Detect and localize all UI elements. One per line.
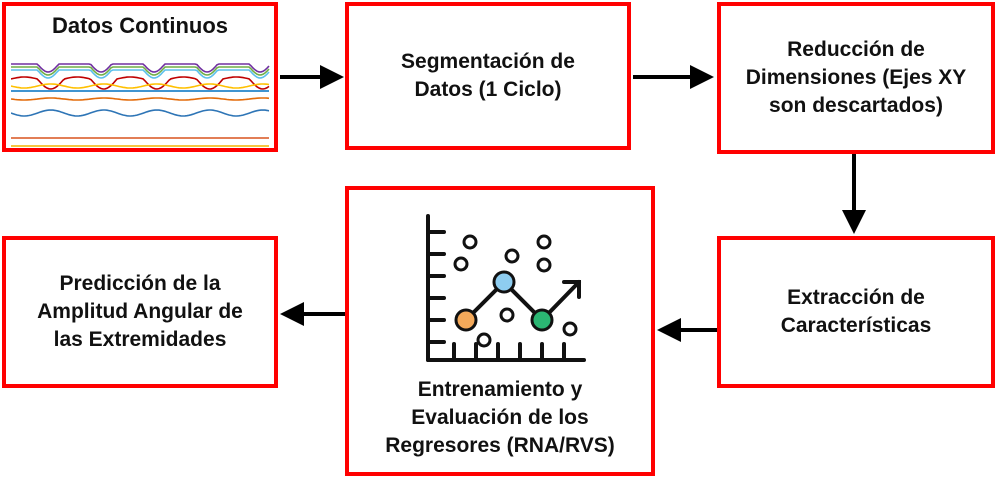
node-label: Extracción de Características (780, 286, 932, 337)
signal-trace (11, 76, 270, 90)
signal-trace (11, 109, 270, 117)
signal-trace (11, 69, 270, 79)
signal-trace (11, 66, 270, 76)
node-label: Reducción de Dimensiones (Ejes XY son de… (745, 38, 967, 117)
signal-trace (11, 83, 270, 89)
node-entrenamiento: Entrenamiento y Evaluación de los Regres… (345, 186, 655, 476)
signal-trace (11, 97, 270, 101)
point-green (530, 308, 554, 332)
node-label: Entrenamiento y Evaluación de los Regres… (385, 378, 615, 457)
node-reduccion: Reducción de Dimensiones (Ejes XY son de… (717, 2, 995, 154)
signal-trace (11, 63, 270, 73)
node-datos-continuos: Datos Continuos (2, 2, 278, 152)
node-prediccion: Predicción de la Amplitud Angular de las… (2, 236, 278, 388)
multichannel-signal-icon (11, 63, 270, 147)
scatter-trend-icon (426, 214, 586, 362)
point-blue (492, 270, 516, 294)
point-orange (454, 308, 478, 332)
node-segmentacion: Segmentación de Datos (1 Ciclo) (345, 2, 631, 150)
node-label: Predicción de la Amplitud Angular de las… (37, 272, 243, 351)
node-label: Segmentación de Datos (1 Ciclo) (401, 50, 575, 101)
node-extraccion: Extracción de Características (717, 236, 995, 388)
node-label: Datos Continuos (52, 13, 228, 38)
